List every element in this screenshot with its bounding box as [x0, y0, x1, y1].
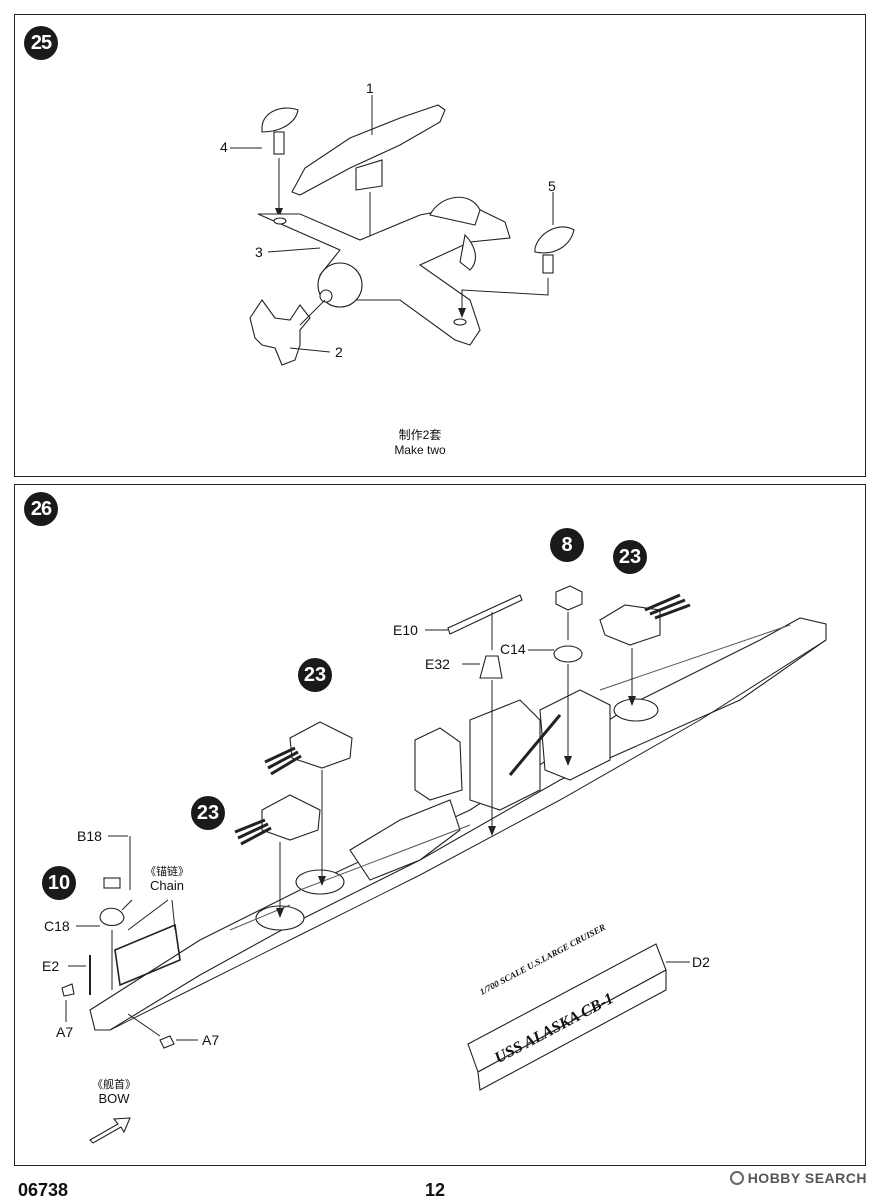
- make-two-note: 制作2套 Make two: [360, 428, 480, 458]
- chain-label: 《锚链》 Chain: [136, 866, 198, 892]
- product-code: 06738: [18, 1180, 69, 1200]
- step-25-badge: 25: [24, 26, 58, 60]
- bow-label-en: BOW: [98, 1091, 130, 1106]
- part-label-c18: C18: [44, 918, 70, 934]
- bow-label-cn: 《舰首》: [92, 1079, 136, 1091]
- part-label-e32: E32: [425, 656, 450, 672]
- ref-step-23-badge-middle: 23: [298, 658, 332, 692]
- make-two-note-en: Make two: [394, 443, 446, 457]
- part-label-a7-right: A7: [202, 1032, 220, 1048]
- step-25-panel: [14, 14, 866, 477]
- part-label-a7-left: A7: [56, 1024, 74, 1040]
- watermark-text: HOBBY SEARCH: [747, 1170, 867, 1186]
- part-label-4: 4: [220, 139, 228, 155]
- chain-label-cn: 《锚链》: [145, 866, 189, 878]
- step-26-panel: [14, 484, 866, 1166]
- part-label-3: 3: [255, 244, 263, 260]
- watermark-logo-icon: [729, 1171, 744, 1185]
- step-26-badge: 26: [24, 492, 58, 526]
- chain-label-en: Chain: [150, 878, 184, 893]
- ref-step-23-badge-right: 23: [613, 540, 647, 574]
- part-label-d2: D2: [692, 954, 710, 970]
- part-label-e10: E10: [393, 622, 418, 638]
- part-label-b18: B18: [77, 828, 102, 844]
- ref-step-23-badge-left: 23: [191, 796, 225, 830]
- ref-step-8-badge: 8: [550, 528, 584, 562]
- watermark: HOBBY SEARCH: [729, 1170, 867, 1186]
- part-label-5: 5: [548, 178, 556, 194]
- part-label-2: 2: [335, 344, 343, 360]
- bow-label: 《舰首》 BOW: [80, 1078, 148, 1106]
- page-number: 12: [425, 1180, 446, 1200]
- part-label-1: 1: [366, 80, 374, 96]
- part-label-c14: C14: [500, 641, 526, 657]
- ref-step-10-badge: 10: [42, 866, 76, 900]
- make-two-note-cn: 制作2套: [398, 428, 442, 442]
- part-label-e2: E2: [42, 958, 60, 974]
